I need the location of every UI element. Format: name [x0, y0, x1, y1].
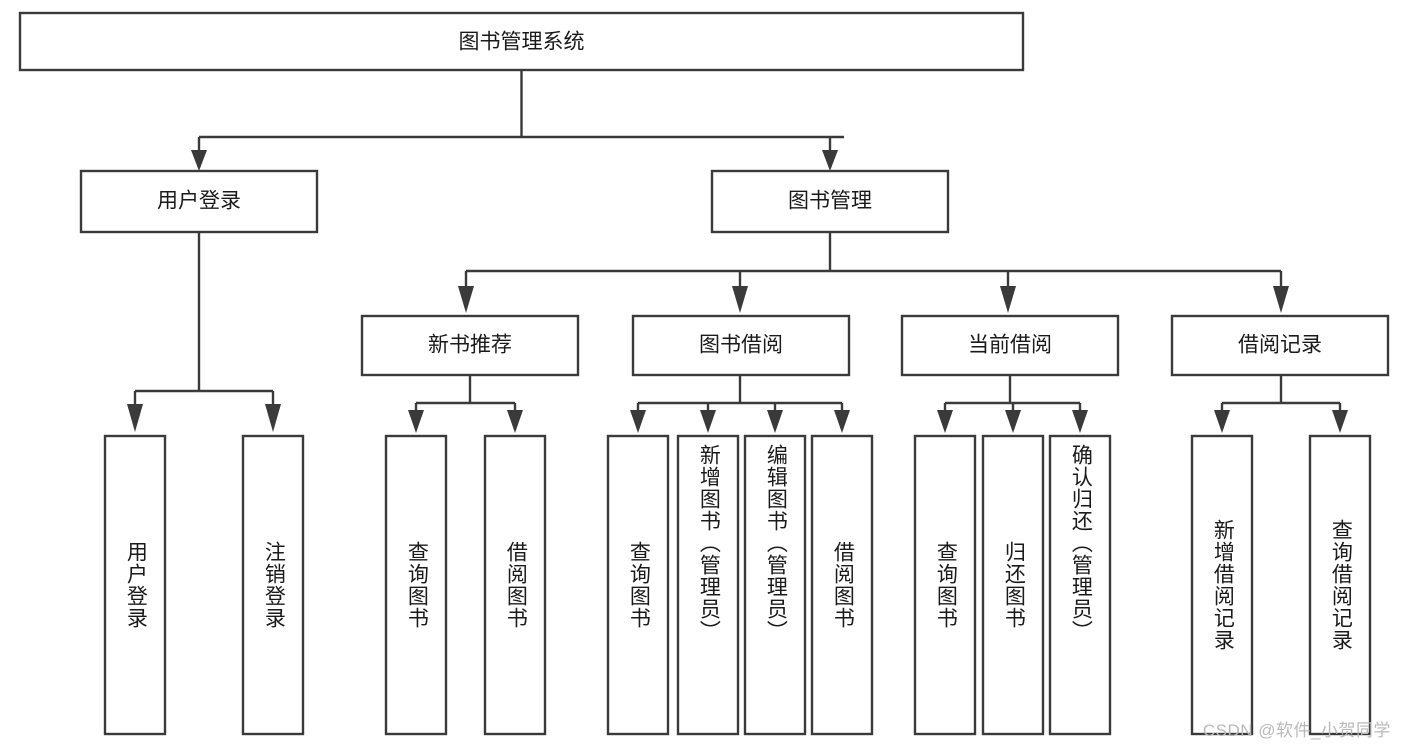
- leaf-query-record-box[interactable]: [1308, 434, 1372, 736]
- leaf-borrow-book-rec-box[interactable]: [483, 434, 547, 736]
- node-current-borrow-box[interactable]: [900, 314, 1120, 377]
- arrowhead-leaf-borrow-book-rec: [507, 410, 523, 433]
- node-book-manage[interactable]: 图书管理: [710, 169, 950, 234]
- node-book-borrow-box[interactable]: [631, 314, 851, 377]
- arrowhead-leaf-add-record: [1214, 410, 1230, 433]
- arrowhead-book-manage: [822, 150, 838, 171]
- watermark-text: CSDN @软件_小贺同学: [1202, 721, 1391, 740]
- node-current-borrow-label: 当前借阅: [968, 334, 1052, 357]
- arrowhead-borrow-record: [1273, 286, 1289, 313]
- node-user-login[interactable]: 用户登录: [79, 169, 319, 234]
- leaf-confirm-return-box[interactable]: [1048, 434, 1112, 736]
- arrowhead-new-book-recommend: [458, 286, 474, 313]
- leaf-box-layer: [103, 434, 1372, 736]
- leaf-borrow-book-box[interactable]: [810, 434, 874, 736]
- leaf-user-login-box[interactable]: [103, 434, 167, 736]
- leaf-query-book-borrow-box[interactable]: [606, 434, 670, 736]
- node-book-manage-box[interactable]: [710, 169, 950, 234]
- node-new-book-recommend[interactable]: 新书推荐: [360, 314, 580, 377]
- node-borrow-record-box[interactable]: [1170, 314, 1390, 377]
- arrowhead-leaf-query-book-cur: [937, 410, 953, 433]
- node-book-borrow[interactable]: 图书借阅: [631, 314, 851, 377]
- leaf-query-book-cur-box[interactable]: [913, 434, 977, 736]
- node-current-borrow[interactable]: 当前借阅: [900, 314, 1120, 377]
- arrowhead-current-borrow: [1000, 286, 1016, 313]
- node-borrow-record[interactable]: 借阅记录: [1170, 314, 1390, 377]
- node-user-login-box[interactable]: [79, 169, 319, 234]
- leaf-query-book-rec-box[interactable]: [384, 434, 448, 736]
- node-book-manage-label: 图书管理: [788, 190, 872, 213]
- arrowhead-leaf-user-login: [127, 404, 143, 432]
- node-root[interactable]: 图书管理系统: [18, 11, 1025, 72]
- node-root-box[interactable]: [18, 11, 1025, 72]
- arrowhead-leaf-confirm-return: [1072, 410, 1088, 433]
- node-book-borrow-label: 图书借阅: [699, 334, 783, 357]
- arrowhead-leaf-query-book-rec: [408, 410, 424, 433]
- arrowhead-book-borrow: [732, 286, 748, 313]
- arrowhead-leaf-query-book-borrow: [630, 410, 646, 433]
- leaf-logout-box[interactable]: [241, 434, 305, 736]
- leaf-add-record-box[interactable]: [1190, 434, 1254, 736]
- node-user-login-label: 用户登录: [157, 190, 241, 213]
- arrowhead-leaf-borrow-book: [834, 410, 850, 433]
- leaf-return-book-box[interactable]: [981, 434, 1045, 736]
- arrowhead-leaf-query-record: [1332, 410, 1348, 433]
- node-root-label: 图书管理系统: [459, 31, 585, 54]
- node-borrow-record-label: 借阅记录: [1238, 334, 1322, 357]
- leaf-add-book-box[interactable]: [676, 434, 740, 736]
- node-new-book-recommend-label: 新书推荐: [428, 334, 512, 357]
- connector-layer: [127, 70, 1348, 433]
- arrowhead-user-login: [191, 150, 207, 171]
- arrowhead-leaf-add-book: [700, 410, 716, 433]
- arrowhead-leaf-return-book: [1005, 410, 1021, 433]
- node-new-book-recommend-box[interactable]: [360, 314, 580, 377]
- leaf-edit-book-box[interactable]: [743, 434, 807, 736]
- arrowhead-leaf-edit-book: [767, 410, 783, 433]
- arrowhead-leaf-logout: [265, 404, 281, 432]
